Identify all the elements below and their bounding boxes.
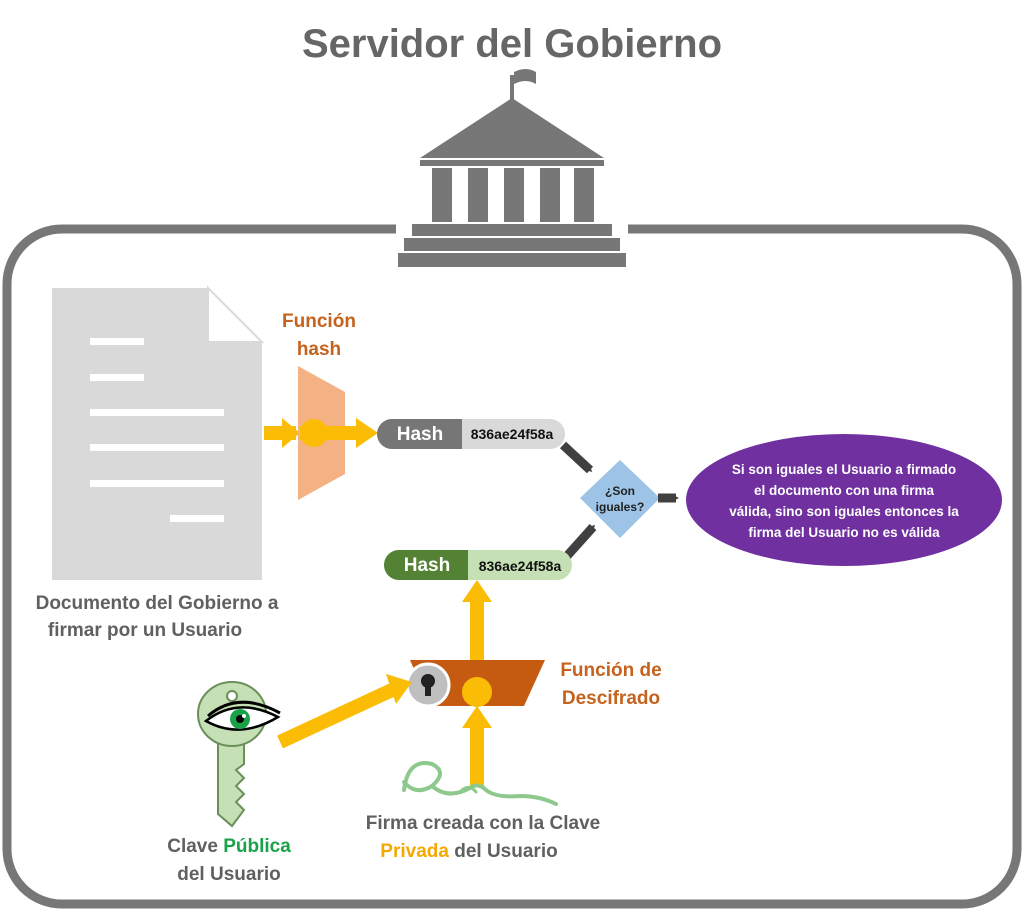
hash-top-value: 836ae24f58a bbox=[471, 426, 554, 442]
lock-icon bbox=[405, 662, 451, 708]
arrow-document-to-hash-function bbox=[264, 418, 300, 448]
key-eye-icon bbox=[197, 681, 281, 828]
hash-function-label-line2: hash bbox=[297, 339, 341, 360]
hash-function-label-line1: Función bbox=[282, 311, 356, 332]
signature-label-line2: Privada del Usuario bbox=[380, 841, 557, 862]
result-ellipse bbox=[686, 434, 1002, 566]
comparison-line2: iguales? bbox=[596, 500, 645, 514]
signature-icon bbox=[402, 761, 558, 806]
result-line3: válida, sino son iguales entonces la bbox=[729, 504, 959, 519]
result-line1: Si son iguales el Usuario a firmado bbox=[732, 462, 956, 477]
page-title: Servidor del Gobierno bbox=[302, 22, 722, 66]
public-key-label-line1: Clave Pública bbox=[167, 836, 291, 857]
comparison-diamond bbox=[580, 460, 660, 538]
hash-bottom-value: 836ae24f58a bbox=[479, 558, 562, 574]
document-icon bbox=[52, 285, 265, 580]
result-line4: firma del Usuario no es válida bbox=[748, 525, 940, 540]
result-line2: el documento con una firma bbox=[754, 483, 935, 498]
arrow-top-hash-to-compare bbox=[559, 441, 594, 474]
hash-bottom-label: Hash bbox=[404, 555, 450, 576]
signature-label-line1: Firma creada con la Clave bbox=[366, 813, 600, 834]
decrypt-function-label-line2: Descifrado bbox=[562, 688, 660, 709]
document-label-line2: firmar por un Usuario bbox=[48, 620, 242, 641]
hash-pill-bottom bbox=[384, 550, 572, 580]
public-key-label-line2: del Usuario bbox=[177, 864, 280, 885]
decrypt-function-label-line1: Función de bbox=[560, 660, 661, 681]
hash-pill-top bbox=[377, 419, 565, 449]
arrow-bottom-hash-to-compare bbox=[563, 523, 597, 560]
decrypt-junction-dot bbox=[462, 677, 492, 707]
document-label-line1: Documento del Gobierno a bbox=[36, 593, 279, 614]
comparison-line1: ¿Son bbox=[605, 484, 635, 498]
arrow-signature-to-decrypt bbox=[462, 706, 492, 786]
hash-top-label: Hash bbox=[397, 424, 443, 445]
arrow-hash-function-to-hash bbox=[300, 418, 378, 448]
arrow-key-to-lock bbox=[277, 674, 412, 749]
